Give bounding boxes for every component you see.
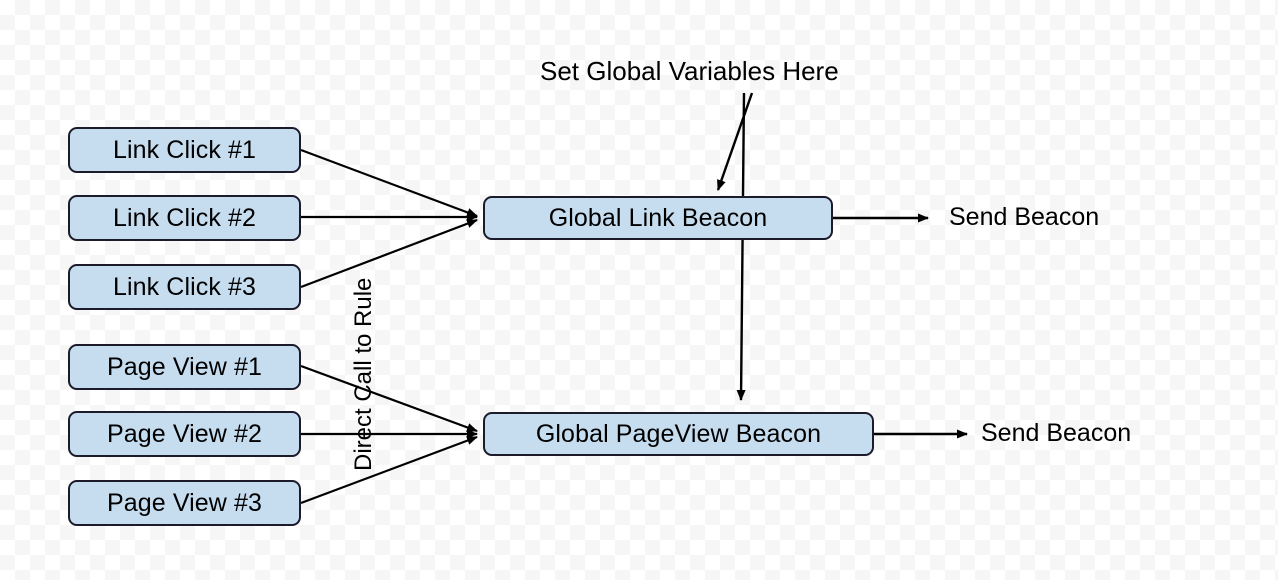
node-global-pageview-beacon[interactable]: Global PageView Beacon (483, 412, 874, 456)
edge-page-view-1-to-pageview-beacon (300, 364, 478, 433)
node-page-view-1[interactable]: Page View #1 (68, 344, 301, 390)
node-page-view-3-label: Page View #3 (106, 488, 263, 517)
node-page-view-2-label: Page View #2 (106, 419, 263, 448)
node-link-click-3-label: Link Click #3 (112, 272, 257, 301)
node-link-click-2[interactable]: Link Click #2 (68, 195, 301, 241)
edge-link-click-1-to-link-beacon (300, 148, 478, 218)
label-send-beacon-pageview: Send Beacon (981, 419, 1132, 447)
edge-annotation-to-pageview-beacon (736, 92, 746, 401)
label-send-beacon-link: Send Beacon (949, 203, 1100, 231)
node-page-view-2[interactable]: Page View #2 (68, 411, 301, 457)
node-link-click-1[interactable]: Link Click #1 (68, 127, 301, 173)
edge-label-direct-call-to-rule: Direct Call to Rule (350, 277, 377, 471)
node-page-view-1-label: Page View #1 (106, 352, 263, 381)
edge-link-click-3-to-link-beacon (300, 218, 478, 289)
node-link-click-3[interactable]: Link Click #3 (68, 264, 301, 310)
edge-annotation-to-link-beacon (716, 92, 754, 191)
node-page-view-3[interactable]: Page View #3 (68, 480, 301, 526)
annotation-set-global-variables: Set Global Variables Here (540, 56, 839, 86)
node-global-link-beacon-label: Global Link Beacon (548, 203, 768, 232)
node-global-pageview-beacon-label: Global PageView Beacon (535, 419, 822, 448)
node-link-click-2-label: Link Click #2 (112, 203, 257, 232)
node-link-click-1-label: Link Click #1 (112, 135, 257, 164)
edge-page-view-3-to-pageview-beacon (300, 435, 478, 505)
node-global-link-beacon[interactable]: Global Link Beacon (483, 196, 833, 240)
